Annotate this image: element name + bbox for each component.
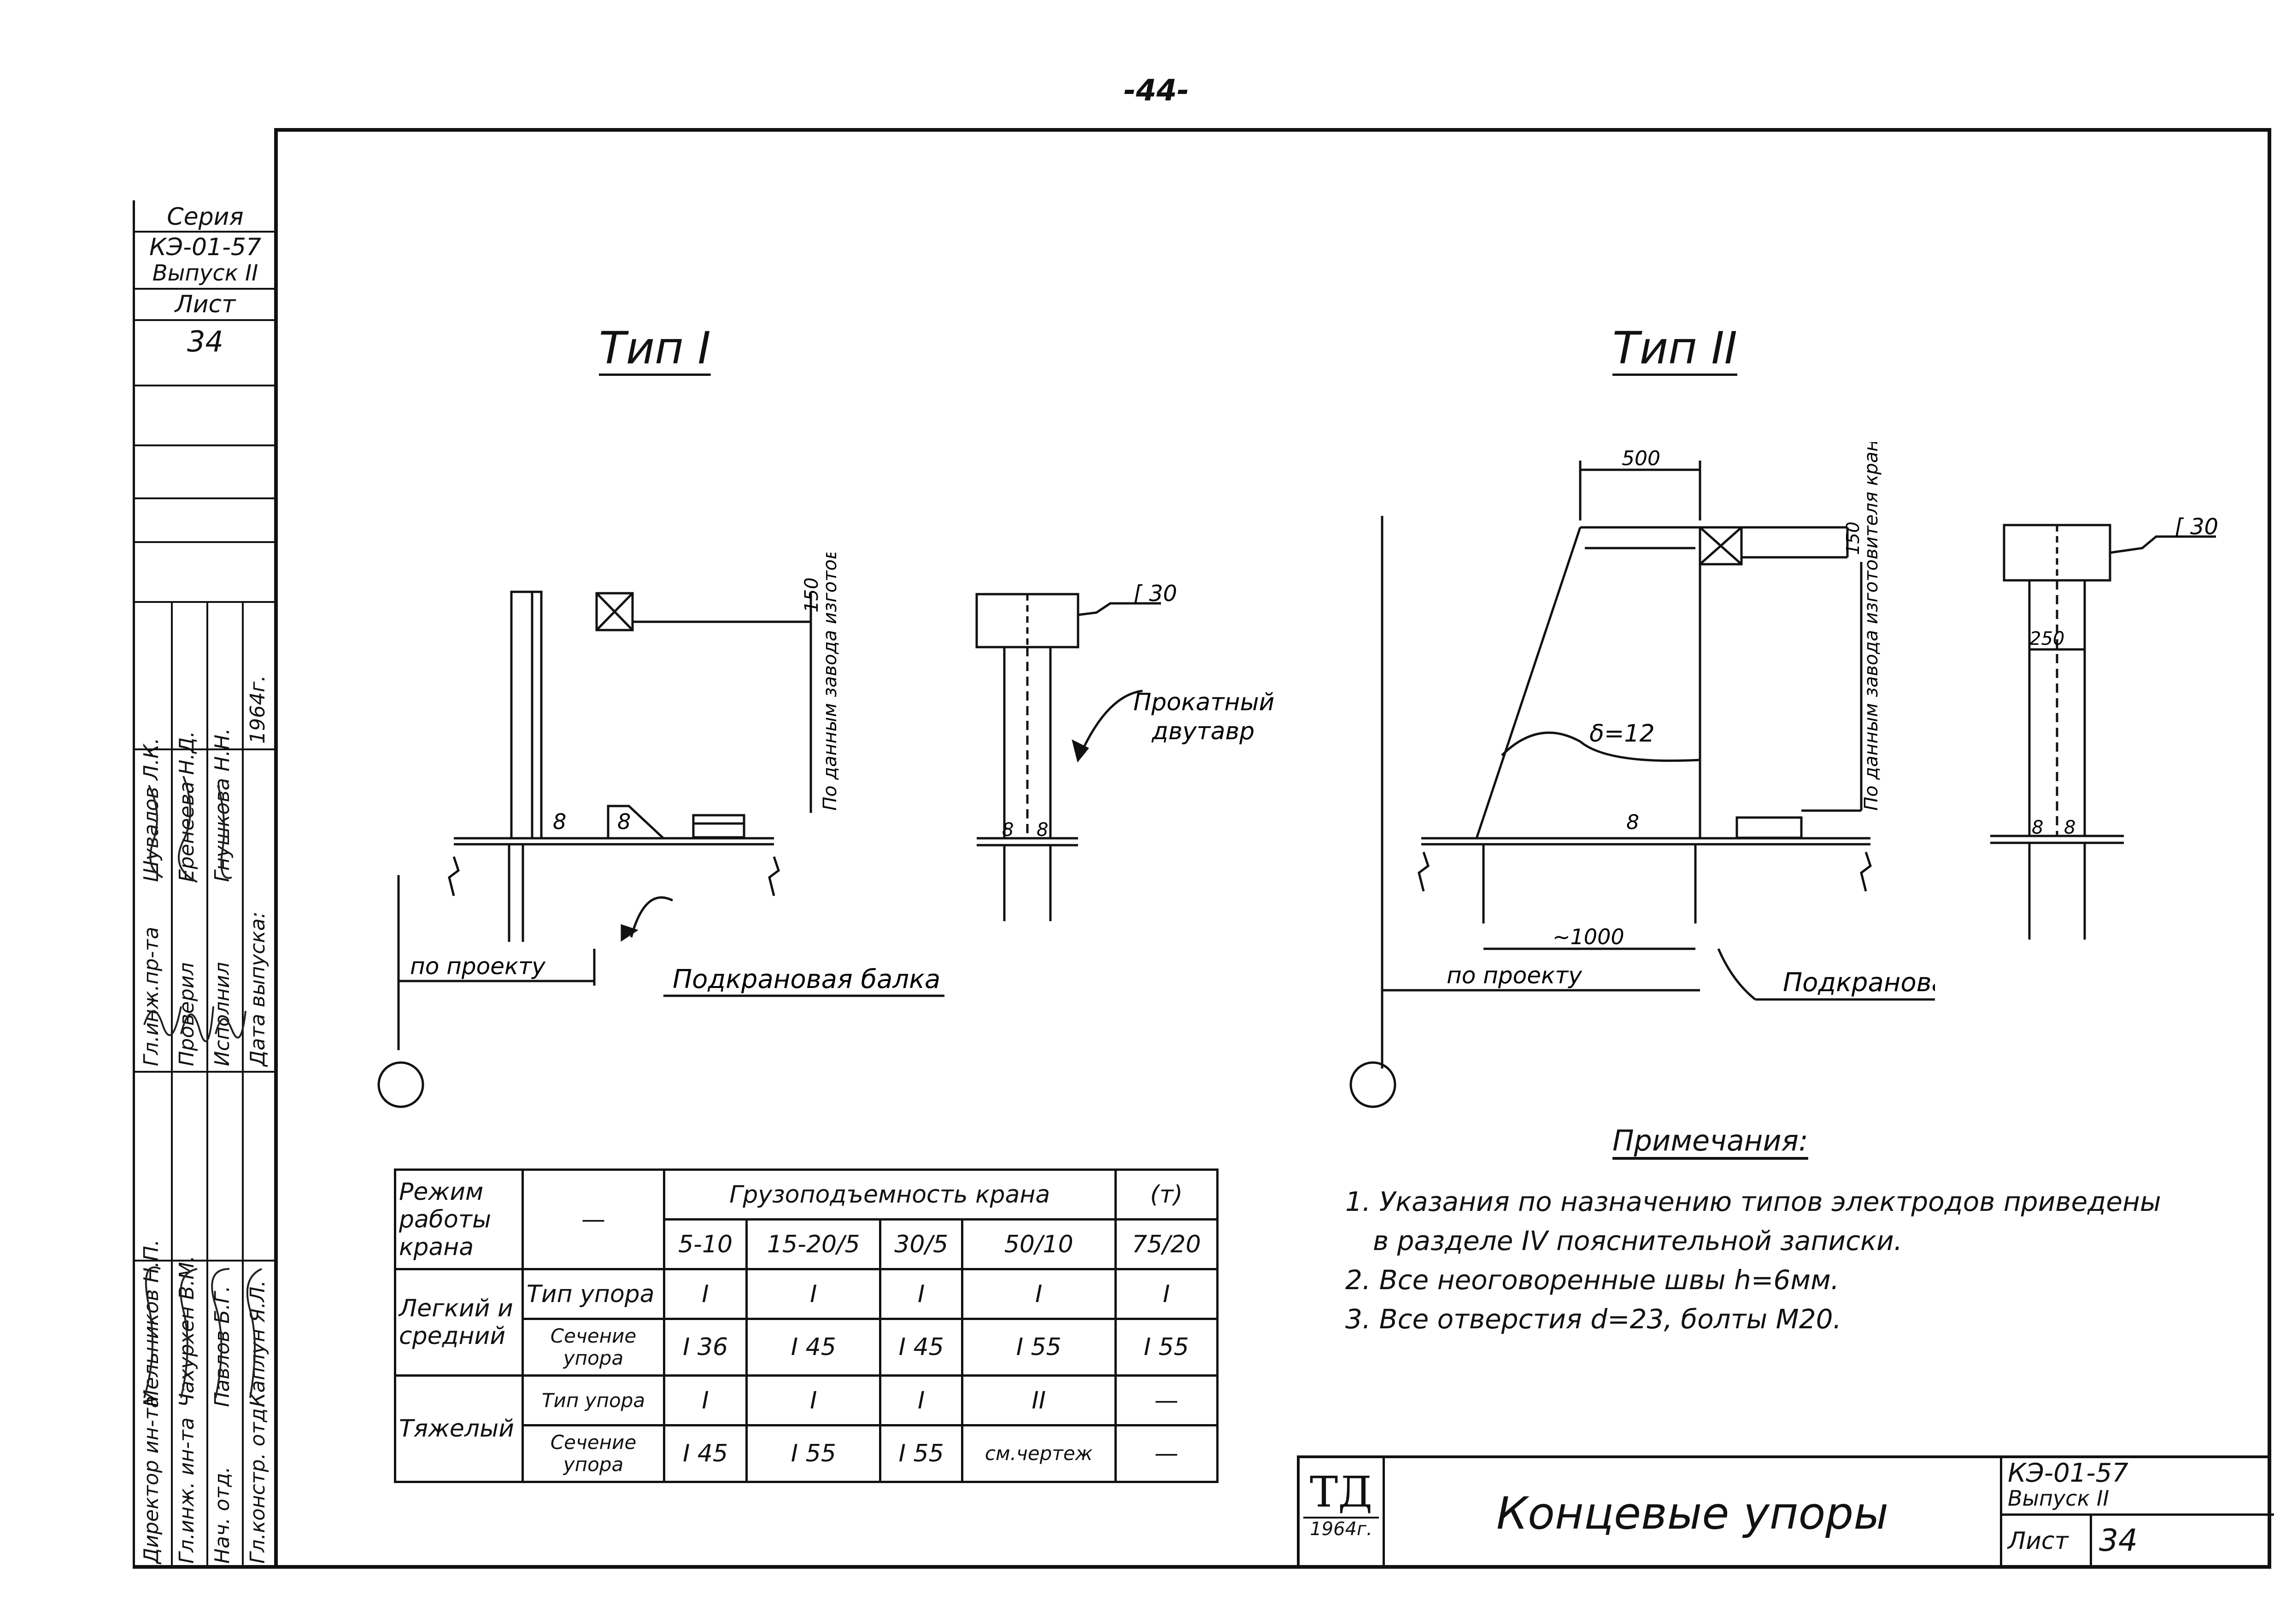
table-param-type: Тип упора — [522, 1268, 665, 1320]
type1-weld-top: 150 — [801, 578, 822, 613]
type1-by-project: по проекту — [410, 953, 546, 980]
table-mode-light: Легкий и средний — [394, 1268, 524, 1377]
table-param-section: Сечение упора — [522, 1424, 665, 1483]
table-cell: II — [961, 1374, 1117, 1426]
role-director: Директор ин-та — [140, 1396, 163, 1564]
type2-title: Тип II — [1612, 322, 1737, 374]
svg-text:8: 8 — [2032, 817, 2043, 838]
type2-section: [ 30 250 8 8 — [1990, 514, 2218, 940]
type1-section: [ 30 Прокатный двутавр 8 8 — [975, 581, 1274, 921]
crane-capacity-table: Режим работы крана — Грузоподъемность кр… — [394, 1168, 1219, 1483]
svg-text:8: 8 — [2064, 817, 2075, 838]
logo-year: 1964г. — [1303, 1517, 1379, 1540]
type2-drawing: 500 150 По данным завода изготовителя кр… — [1381, 442, 1935, 1069]
type1-drawing: 8 8 150 По данным завода изготовителя кр… — [397, 553, 944, 1050]
table-cell: I 45 — [662, 1424, 748, 1483]
table-capacity-header: Грузоподъемность крана — [663, 1168, 1117, 1221]
svg-text:8: 8 — [1037, 819, 1048, 841]
type2-thickness: δ=12 — [1589, 720, 1655, 748]
drawing-code: КЭ-01-57 — [2008, 1458, 2128, 1488]
series-label: Серия — [167, 203, 244, 231]
title-block-right: КЭ-01-57 Выпуск II Лист 34 — [2002, 1458, 2274, 1569]
title-sheet-label: Лист — [2008, 1527, 2069, 1555]
type1-rolled-beam-2: двутавр — [1151, 718, 1254, 745]
type2-dim-1000: ~1000 — [1553, 924, 1624, 949]
table-cell: I 55 — [1114, 1318, 1219, 1377]
table-param-type: Тип упора — [522, 1374, 665, 1426]
table-cell: см.чертеж — [961, 1424, 1117, 1483]
table-cell: I — [662, 1374, 748, 1426]
table-mode-heavy: Тяжелый — [394, 1374, 524, 1483]
table-cell: I 55 — [745, 1424, 882, 1483]
type1-channel: [ 30 — [1133, 581, 1177, 607]
title-block: ТД 1964г. Концевые упоры КЭ-01-57 Выпуск… — [1297, 1455, 2274, 1569]
note-3: 3. Все отверстия d=23, болты М20. — [1345, 1303, 1841, 1335]
table-capacity-4: 50/10 — [961, 1218, 1117, 1270]
table-capacity-1: 5-10 — [662, 1218, 748, 1270]
sheet-number: 34 — [187, 325, 223, 358]
drawing-issue: Выпуск II — [2008, 1486, 2110, 1511]
table-cell: I 45 — [879, 1318, 963, 1377]
type2-weld-8: 8 — [1626, 811, 1639, 834]
table-cell: I — [879, 1374, 963, 1426]
type2-dim-250: 250 — [2029, 628, 2064, 649]
series-issue: Выпуск II — [152, 260, 258, 286]
sheet-label: Лист — [175, 291, 236, 318]
table-cell: — — [1114, 1424, 1219, 1483]
type1-weld-8b: 8 — [617, 809, 631, 834]
table-param-section: Сечение упора — [522, 1318, 665, 1377]
role-department-head: Нач. отд. — [211, 1466, 234, 1564]
table-mode-header: Режим работы крана — [394, 1168, 524, 1270]
logo-text: ТД — [1309, 1467, 1373, 1517]
table-cell: I 55 — [879, 1424, 963, 1483]
svg-text:8: 8 — [1002, 819, 1014, 841]
type1-note-vertical: По данным завода изготовителя кранов — [820, 553, 841, 811]
bottom-rule — [134, 1565, 2271, 1569]
table-cell: I 36 — [662, 1318, 748, 1377]
side-stamp: Серия КЭ-01-57 Выпуск II Лист 34 Гл.инж.… — [133, 200, 278, 1569]
table-capacity-5: 75/20 — [1114, 1218, 1219, 1270]
table-capacity-3: 30/5 — [879, 1218, 963, 1270]
table-cell: I 55 — [961, 1318, 1117, 1377]
table-cell: I — [1114, 1268, 1219, 1320]
table-cell: I — [879, 1268, 963, 1320]
type2-by-project: по проекту — [1447, 962, 1583, 989]
stamp-year: 1964г. — [246, 675, 270, 744]
notes-title: Примечания: — [1612, 1124, 1808, 1157]
table-cell: — — [1114, 1374, 1219, 1426]
table-dash-header: — — [522, 1168, 665, 1270]
table-cell: I — [745, 1374, 882, 1426]
table-capacity-2: 15-20/5 — [745, 1218, 882, 1270]
table-cell: I — [745, 1268, 882, 1320]
series-code: КЭ-01-57 — [149, 234, 262, 261]
page-number: -44- — [1123, 74, 1190, 108]
role-institute-chief-engineer: Гл.инж. ин-та — [175, 1417, 199, 1564]
reference-circle-2 — [1349, 1061, 1396, 1108]
table-unit: (т) — [1114, 1168, 1219, 1221]
type1-crane-beam: Подкрановая балка — [673, 964, 940, 994]
note-2: 2. Все неоговоренные швы h=6мм. — [1345, 1264, 1840, 1296]
type1-weld-8a: 8 — [553, 809, 566, 834]
type2-dim-500: 500 — [1622, 447, 1660, 470]
signatures — [143, 776, 246, 1042]
signatures-lower — [143, 1266, 262, 1398]
role-chief-designer: Гл.констр. отд. — [246, 1402, 270, 1564]
drawing-title: Концевые упоры — [1385, 1458, 2002, 1569]
table-cell: I — [961, 1268, 1117, 1320]
note-1-continued: в разделе IV пояснительной записки. — [1373, 1225, 1903, 1256]
title-block-logo: ТД 1964г. — [1300, 1458, 1385, 1569]
title-sheet-number: 34 — [2099, 1523, 2138, 1558]
reference-circle-1 — [377, 1061, 424, 1108]
note-1: 1. Указания по назначению типов электрод… — [1345, 1186, 2161, 1217]
table-cell: I — [662, 1268, 748, 1320]
type2-dim-150: 150 — [1843, 521, 1863, 555]
type2-note-vertical: По данным завода изготовителя кранов — [1861, 442, 1882, 811]
table-cell: I 45 — [745, 1318, 882, 1377]
type2-crane-beam: Подкрановая балка — [1783, 968, 1935, 998]
type1-title: Тип I — [599, 322, 711, 374]
type1-rolled-beam-1: Прокатный — [1133, 689, 1274, 716]
type2-channel: [ 30 — [2175, 514, 2218, 540]
